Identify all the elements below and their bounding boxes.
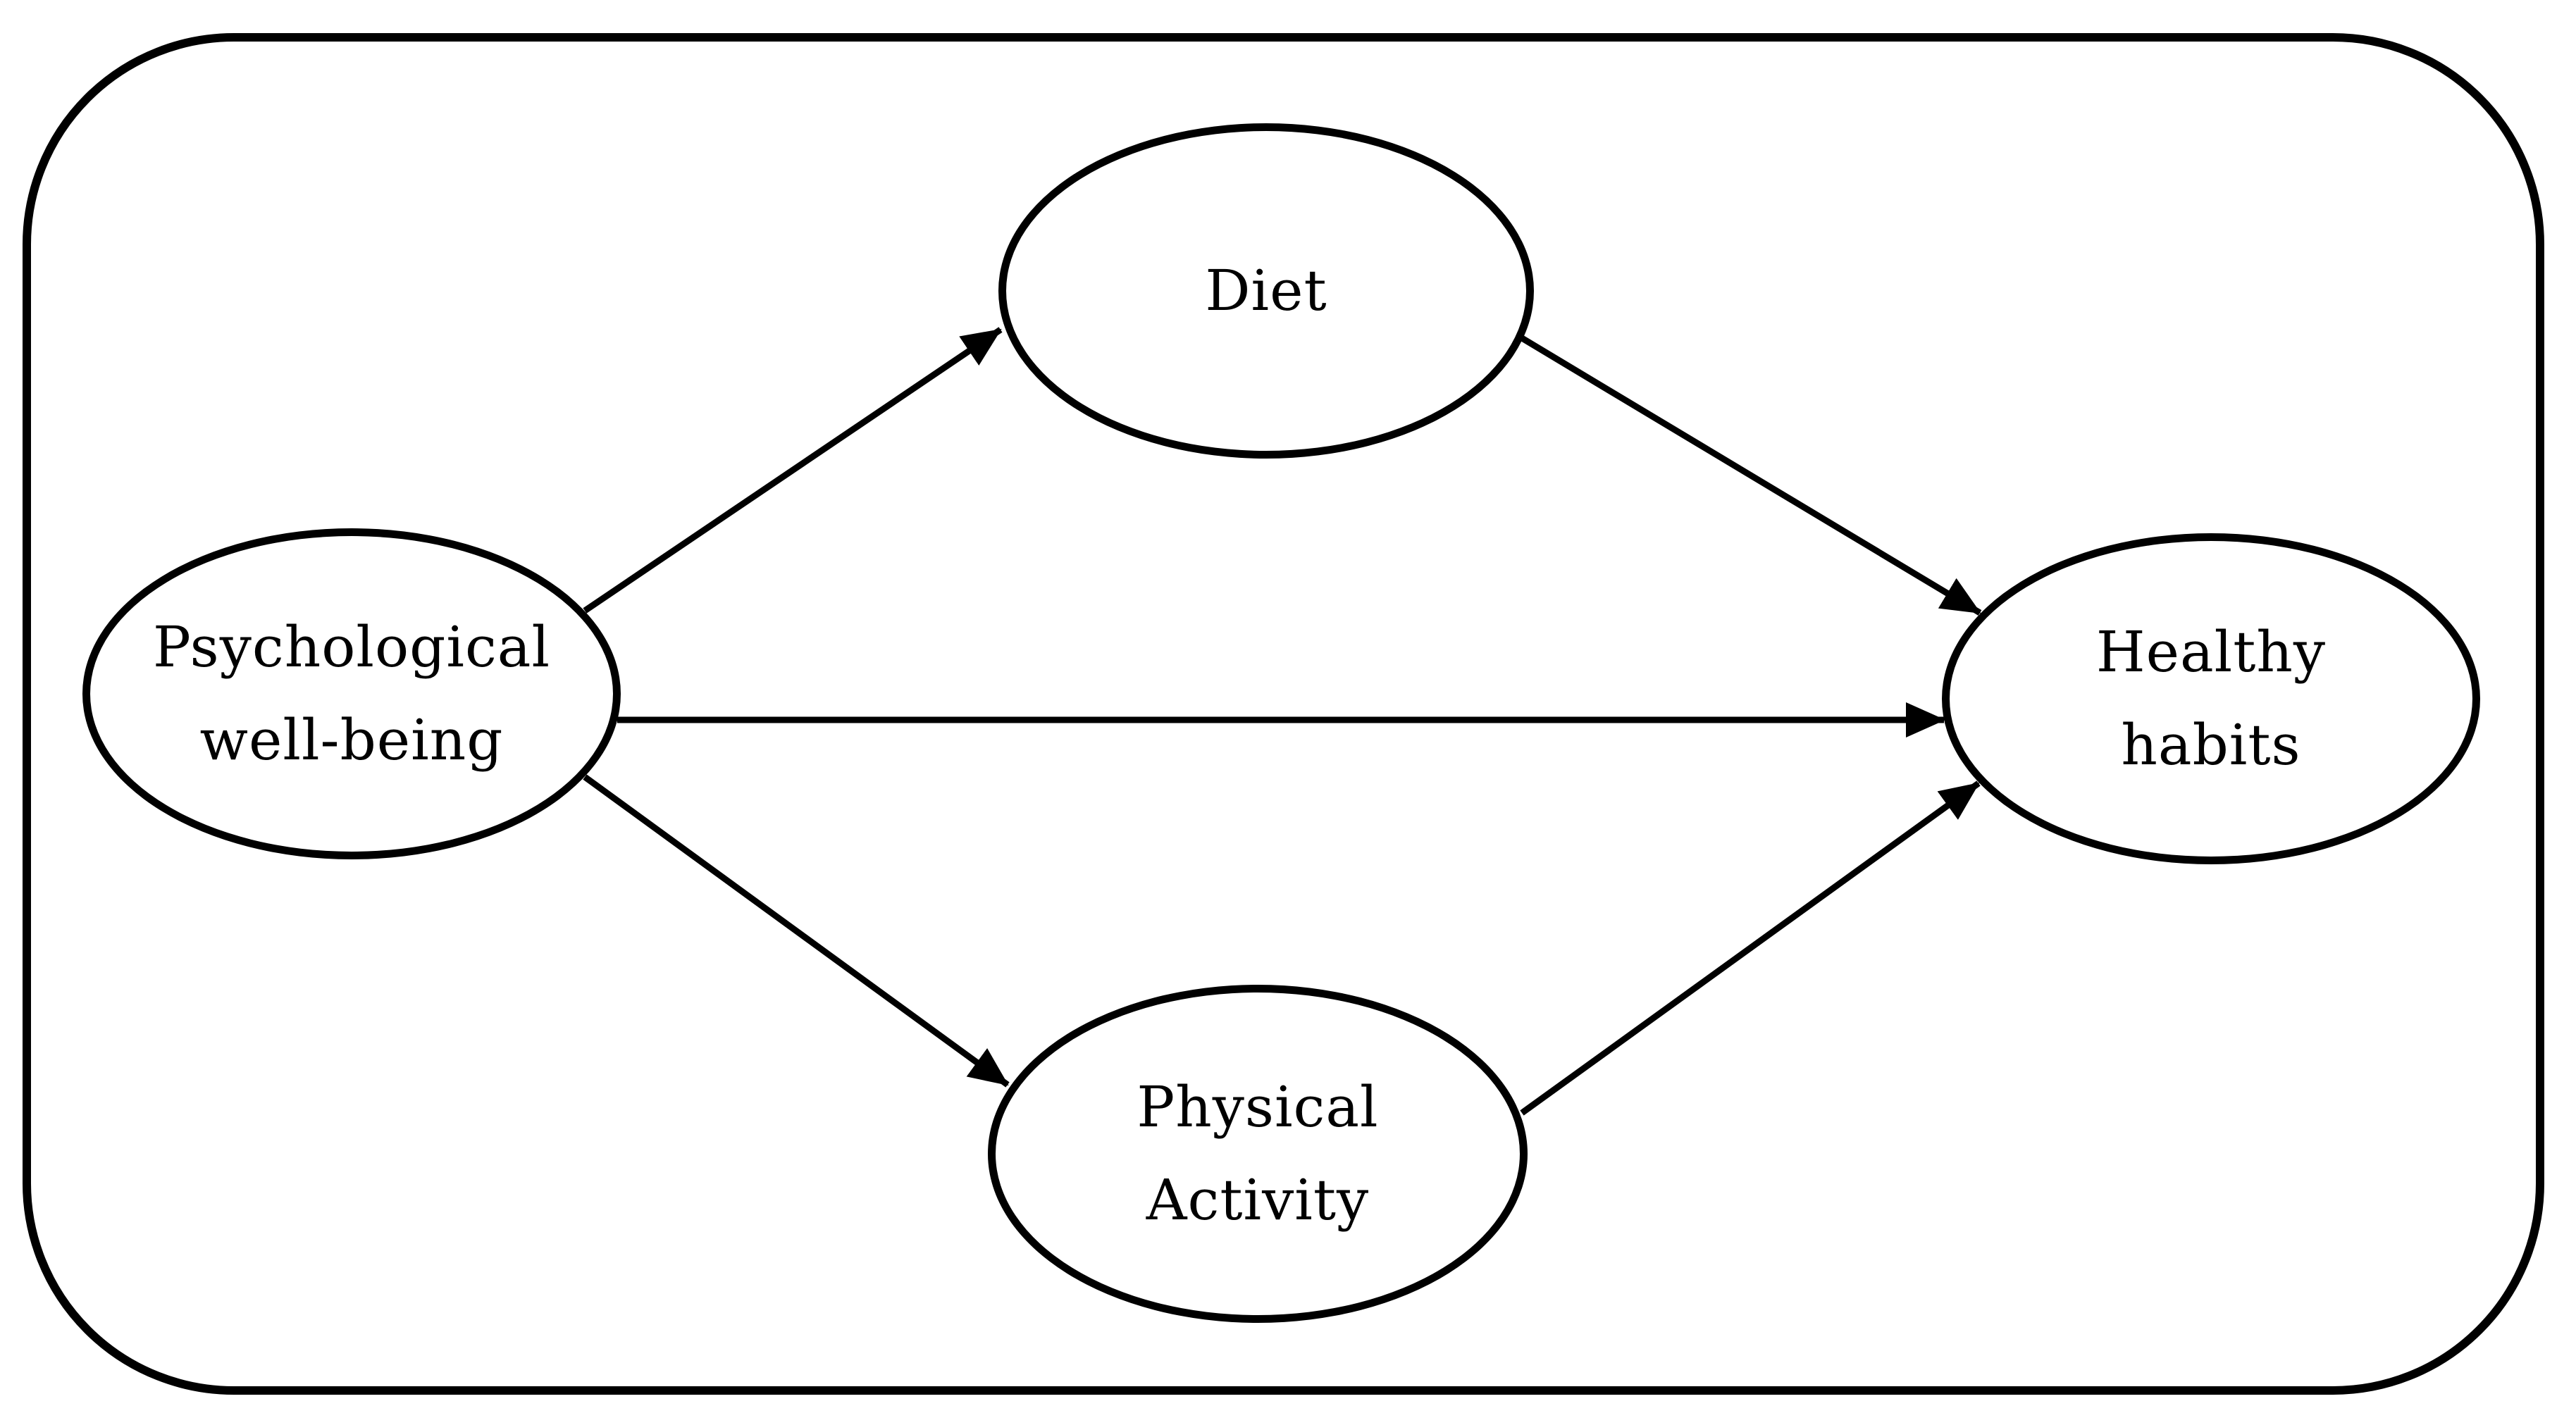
edge-diet-to-healthy-habits bbox=[1520, 335, 1982, 616]
edge-physical-activity-to-healthy-habits bbox=[1520, 780, 1981, 1116]
label-line: well-being bbox=[199, 707, 504, 773]
outer-rounded-border bbox=[23, 33, 2544, 1395]
node-diet-label: Diet bbox=[1205, 244, 1327, 337]
label-line: Physical bbox=[1137, 1074, 1379, 1140]
label-line: Healthy bbox=[2095, 619, 2327, 685]
node-diet: Diet bbox=[998, 123, 1534, 459]
edge-pwb-to-diet bbox=[583, 327, 1003, 614]
node-psychological-well-being: Psychological well-being bbox=[82, 528, 621, 859]
edge-pwb-to-physical-activity bbox=[583, 774, 1010, 1088]
node-healthy-habits: Healthy habits bbox=[1942, 533, 2480, 864]
node-physical-activity-label: Physical Activity bbox=[1137, 1061, 1378, 1247]
node-healthy-habits-label: Healthy habits bbox=[2096, 606, 2326, 792]
node-psychological-well-being-label: Psychological well-being bbox=[153, 601, 550, 787]
label-line: Activity bbox=[1146, 1167, 1370, 1233]
label-line: habits bbox=[2121, 712, 2301, 778]
node-physical-activity: Physical Activity bbox=[988, 985, 1528, 1323]
label-line: Diet bbox=[1205, 258, 1327, 323]
label-line: Psychological bbox=[152, 614, 551, 680]
